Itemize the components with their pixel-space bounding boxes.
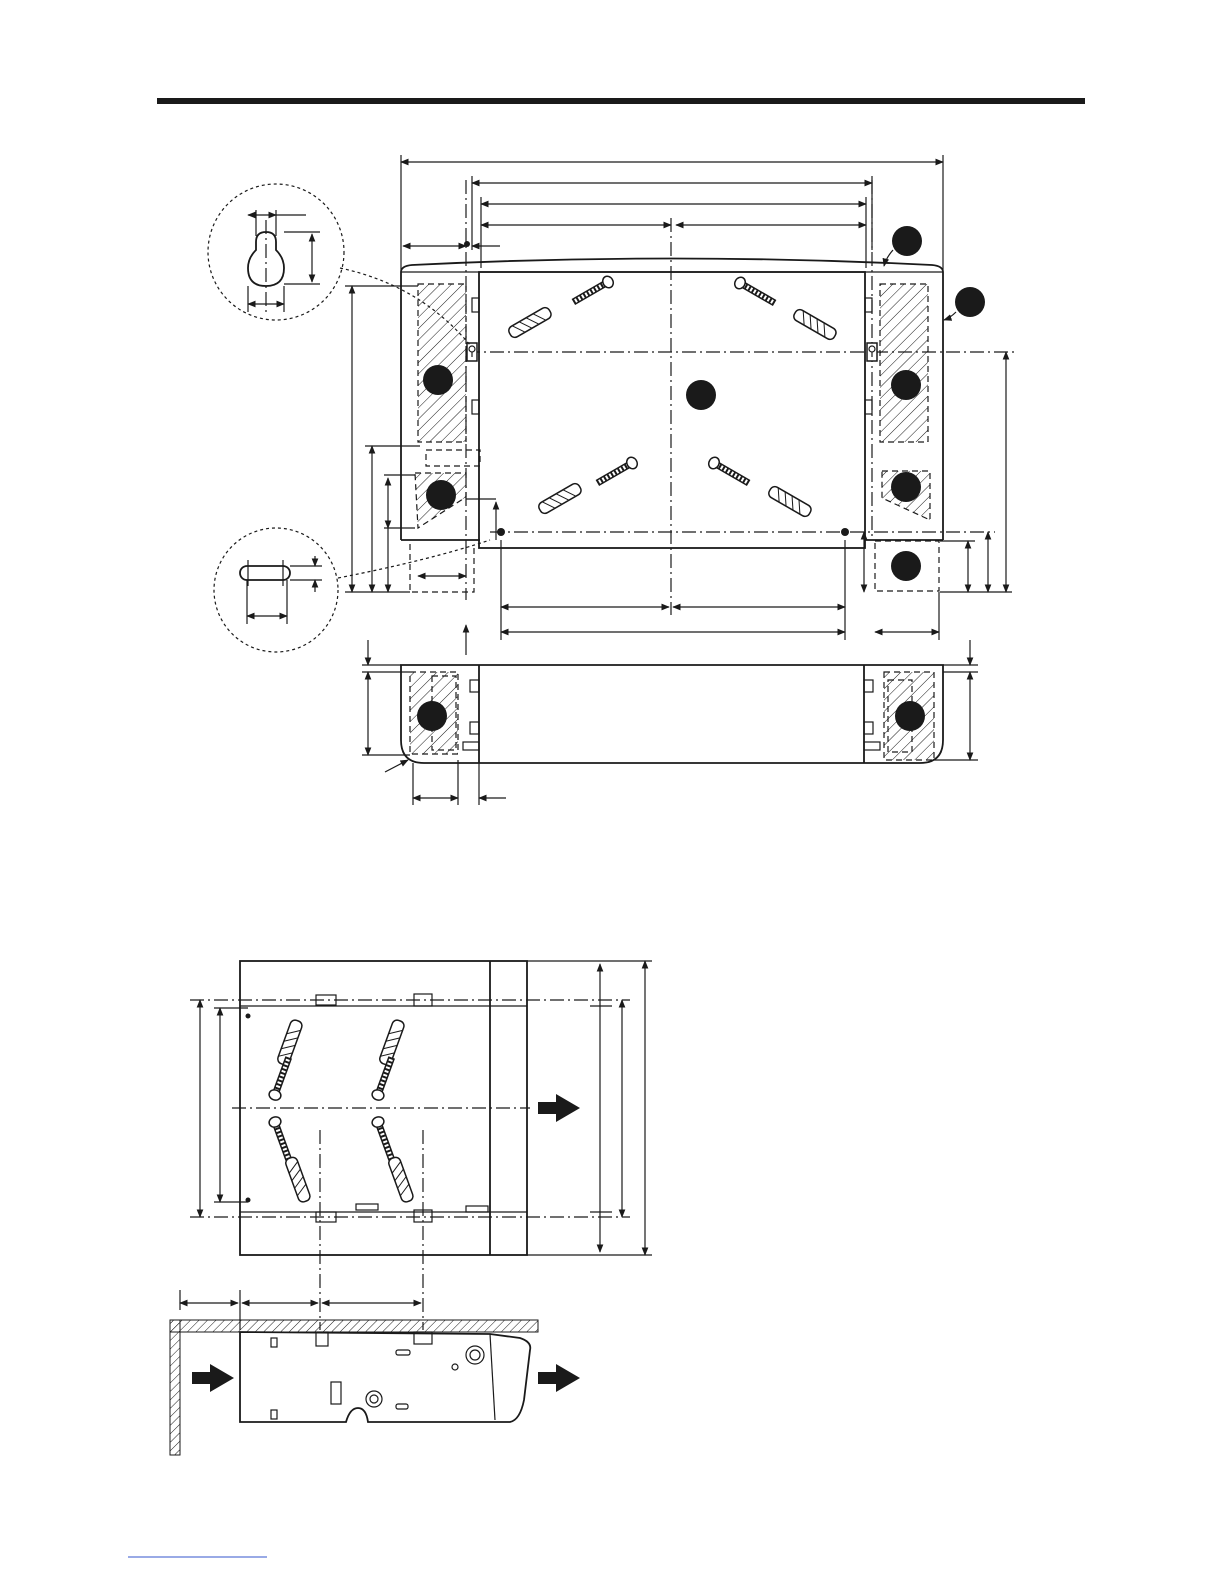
callout-marker (417, 701, 447, 731)
callout-marker (891, 472, 921, 502)
screw-anchor-lower-4 (371, 1115, 415, 1203)
lower-hole-right (841, 528, 849, 536)
side-view (362, 640, 978, 805)
screw-anchor-top-left (507, 274, 615, 339)
screw-anchor-top-right (733, 275, 838, 341)
lower-hole-left (497, 528, 505, 536)
screw-anchor-bottom-right (707, 455, 813, 518)
keyhole-slot-right (867, 343, 877, 361)
callout-marker (686, 380, 716, 410)
wall-side (170, 1320, 180, 1455)
airflow-arrow-icon (538, 1094, 580, 1122)
keyhole-slot-left (467, 343, 477, 361)
screw-anchor-bottom-left (537, 455, 639, 515)
callout-marker (891, 551, 921, 581)
header-rule (157, 98, 1085, 104)
unit-side-body (240, 1332, 530, 1422)
wall-ceiling (170, 1320, 538, 1332)
screw-anchor-lower-2 (371, 1019, 406, 1102)
lower-side-view (170, 1290, 580, 1455)
airflow-in-arrow-icon (192, 1364, 234, 1392)
lower-top-view (190, 961, 652, 1330)
callout-marker (895, 701, 925, 731)
screw-anchor-lower-3 (268, 1115, 312, 1203)
airflow-out-arrow-icon (538, 1364, 580, 1392)
callout-marker (891, 370, 921, 400)
callout-marker (892, 226, 922, 256)
screw-anchor-lower-1 (268, 1019, 304, 1102)
callout-marker (426, 480, 456, 510)
callout-marker (423, 365, 453, 395)
top-view (345, 155, 1015, 655)
callout-marker (955, 287, 985, 317)
unit-outline-top (401, 259, 943, 541)
